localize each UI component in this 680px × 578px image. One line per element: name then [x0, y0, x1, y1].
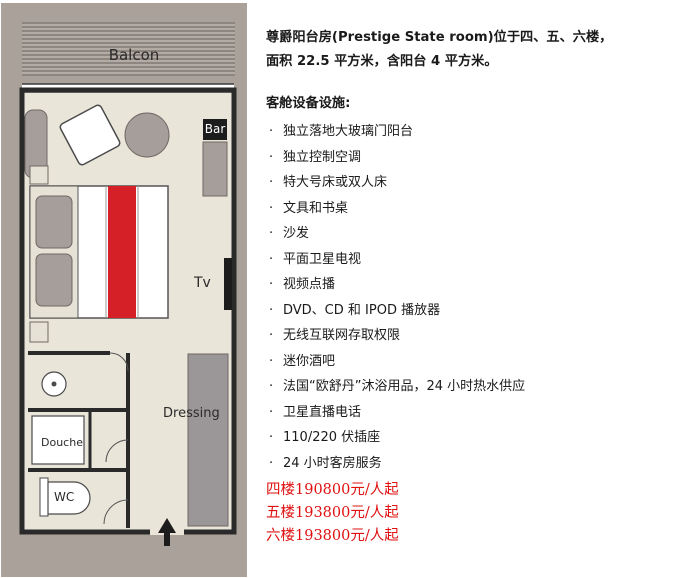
- bar-counter: [202, 141, 228, 197]
- list-item: ·独立落地大玻璃门阳台: [269, 124, 414, 139]
- price-floor-6: 六楼193800元/人起: [266, 528, 399, 544]
- list-item: ·独立控制空调: [269, 149, 362, 165]
- list-item: ·法国“欧舒丹”沐浴用品，24 小时热水供应: [269, 379, 526, 394]
- list-item: ·沙发: [269, 226, 310, 241]
- bed-icon: [29, 185, 169, 319]
- intro-line-1: 尊爵阳台房(Prestige State room)位于四、五、六楼，: [266, 30, 613, 45]
- dressing-label: Dressing: [163, 406, 220, 421]
- list-item: ·无线互联网存取权限: [269, 328, 401, 343]
- armchair-icon: [59, 104, 121, 166]
- shower-drain-icon: [41, 371, 67, 397]
- tv-screen: [224, 258, 232, 310]
- floor-plan-drawing: [1, 3, 247, 577]
- entrance-arrow-icon: [158, 518, 176, 546]
- shower-label: Douche: [41, 436, 83, 449]
- outer-walls: [19, 87, 237, 535]
- dressing-wardrobe: [187, 353, 229, 527]
- intro-line-2: 面积 22.5 平方米，含阳台 4 平方米。: [266, 54, 498, 69]
- balcony-deck: [22, 22, 235, 76]
- balcony-label: Balcon: [108, 46, 160, 64]
- price-list: 四楼190800元/人起 五楼193800元/人起 六楼193800元/人起: [266, 479, 680, 548]
- tv-label: Tv: [194, 275, 211, 291]
- shower-tray: [31, 415, 85, 465]
- list-item: ·视频点播: [269, 277, 336, 292]
- floor-plan: Balcon Bar Tv Dressing Douche WC: [0, 0, 250, 578]
- list-item: ·110/220 伏插座: [269, 430, 381, 445]
- list-item: ·特大号床或双人床: [269, 175, 388, 190]
- price-floor-4: 四楼190800元/人起: [266, 482, 399, 498]
- side-table: [124, 112, 170, 158]
- list-item: ·DVD、CD 和 IPOD 播放器: [269, 302, 441, 318]
- amenities-list: ·独立落地大玻璃门阳台 ·独立控制空调 ·特大号床或双人床 ·文具和书桌 ·沙发…: [266, 119, 680, 476]
- room-description: 尊爵阳台房(Prestige State room)位于四、五、六楼， 面积 2…: [266, 26, 680, 548]
- list-item: ·迷你酒吧: [269, 353, 336, 369]
- list-item: ·卫星直播电话: [269, 404, 362, 420]
- toilet-icon: [39, 477, 91, 517]
- price-floor-5: 五楼193800元/人起: [266, 505, 399, 521]
- list-item: ·24 小时客房服务: [269, 455, 382, 471]
- toilet-label: WC: [54, 490, 75, 504]
- list-item: ·文具和书桌: [269, 200, 349, 216]
- list-item: ·平面卫星电视: [269, 251, 362, 267]
- amenities-title: 客舱设备设施:: [266, 96, 351, 111]
- bar-label: Bar: [203, 119, 227, 140]
